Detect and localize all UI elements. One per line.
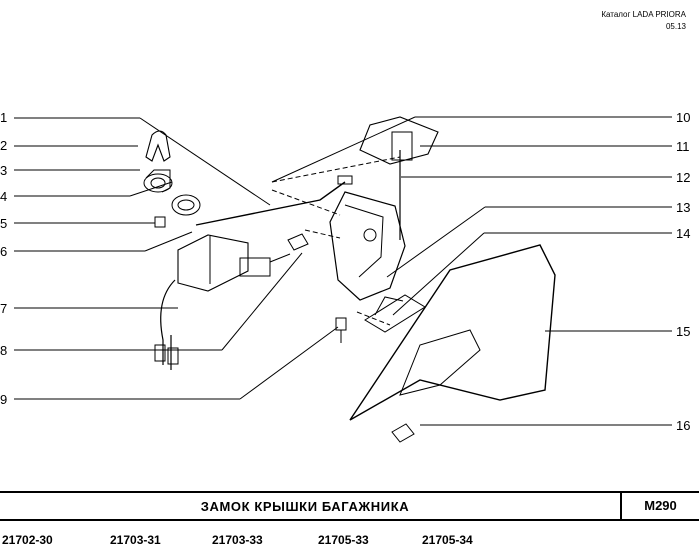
callout-12: 12 <box>676 170 690 185</box>
catalog-header: Каталог LADA PRIORA 05.13 <box>601 9 686 33</box>
callout-6: 6 <box>0 244 7 259</box>
page-title: ЗАМОК КРЫШКИ БАГАЖНИКА <box>200 499 410 514</box>
model-list: 21702-30 21703-31 21703-33 21705-33 2170… <box>0 533 700 553</box>
callout-14: 14 <box>676 226 690 241</box>
model-code: 21703-33 <box>212 533 263 547</box>
callout-1: 1 <box>0 110 7 125</box>
callout-3: 3 <box>0 163 7 178</box>
callout-4: 4 <box>0 189 7 204</box>
catalog-name: Каталог LADA PRIORA <box>601 10 686 19</box>
model-code: 21705-34 <box>422 533 473 547</box>
callout-8: 8 <box>0 343 7 358</box>
callout-9: 9 <box>0 392 7 407</box>
callout-5: 5 <box>0 216 7 231</box>
model-code: 21705-33 <box>318 533 369 547</box>
callout-13: 13 <box>676 200 690 215</box>
callout-10: 10 <box>676 110 690 125</box>
callout-11: 11 <box>676 139 690 154</box>
title-bar: ЗАМОК КРЫШКИ БАГАЖНИКА M290 <box>0 491 699 521</box>
section-code: M290 <box>620 493 699 519</box>
callout-15: 15 <box>676 324 690 339</box>
model-code: 21703-31 <box>110 533 161 547</box>
callout-2: 2 <box>0 138 7 153</box>
callout-7: 7 <box>0 301 7 316</box>
model-code: 21702-30 <box>2 533 53 547</box>
catalog-date: 05.13 <box>665 22 686 31</box>
callout-16: 16 <box>676 418 690 433</box>
parts-diagram: 1 2 3 4 5 6 7 8 9 10 11 12 13 14 15 16 <box>0 110 690 443</box>
